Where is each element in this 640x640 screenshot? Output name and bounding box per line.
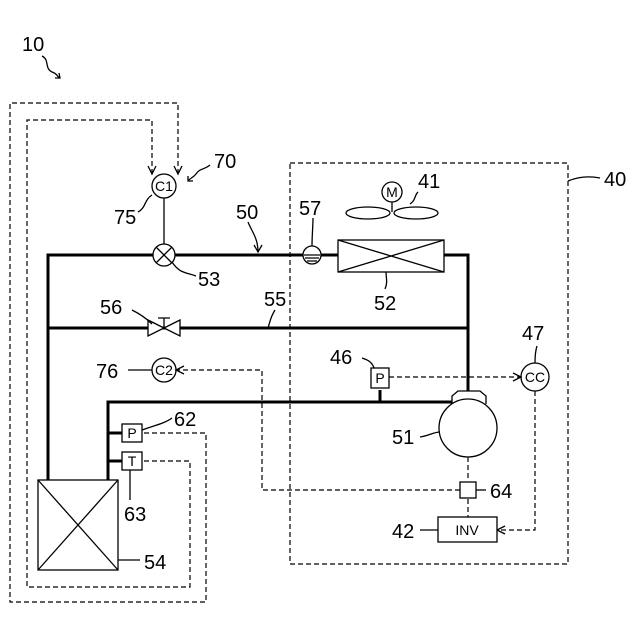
leader-10 — [42, 56, 60, 78]
current-sensor-64 — [460, 482, 476, 498]
label-70: 70 — [214, 151, 236, 173]
label-55: 55 — [264, 289, 286, 311]
label-62: 62 — [174, 409, 196, 431]
leader-41 — [410, 192, 418, 204]
compressor-body — [439, 399, 497, 457]
label-63: 63 — [124, 504, 146, 526]
signal-line-cc-to-inv — [497, 391, 535, 530]
label-40: 40 — [604, 169, 626, 191]
label-41: 41 — [418, 171, 440, 193]
label-46: 46 — [330, 347, 352, 369]
pressure-sensor-62-symbol: P — [127, 425, 136, 441]
leader-70 — [188, 165, 210, 181]
controller-c1-symbol: C1 — [155, 178, 173, 194]
label-47: 47 — [522, 323, 544, 345]
label-57: 57 — [299, 198, 321, 220]
leader-46 — [362, 358, 374, 368]
controller-c2-symbol: C2 — [155, 362, 173, 378]
leader-55 — [268, 310, 275, 328]
label-56: 56 — [100, 297, 122, 319]
leader-62 — [142, 418, 172, 430]
label-76: 76 — [96, 361, 118, 383]
label-50: 50 — [236, 202, 258, 224]
leader-53 — [172, 262, 196, 276]
leader-51 — [420, 432, 440, 437]
fan-motor-symbol: M — [386, 184, 398, 200]
label-51: 51 — [392, 427, 414, 449]
label-53: 53 — [198, 269, 220, 291]
fan-blade-right — [394, 207, 438, 219]
leader-50 — [248, 222, 258, 252]
pressure-sensor-46-symbol: P — [375, 370, 384, 386]
leader-57 — [312, 218, 313, 246]
controller-cc-symbol: CC — [525, 369, 545, 385]
leader-40 — [568, 177, 600, 181]
label-75: 75 — [114, 207, 136, 229]
label-42: 42 — [392, 521, 414, 543]
temp-sensor-63-symbol: T — [128, 453, 137, 469]
label-52: 52 — [374, 293, 396, 315]
fan-blade-left — [346, 207, 390, 219]
label-54: 54 — [144, 552, 166, 574]
leader-52 — [385, 272, 387, 289]
leader-56 — [132, 310, 152, 324]
label-64: 64 — [490, 481, 512, 503]
label-10: 10 — [22, 34, 44, 56]
leader-75 — [138, 195, 152, 212]
leader-47 — [535, 346, 537, 363]
inverter-symbol: INV — [455, 522, 479, 538]
signal-line-current-to-c2 — [176, 370, 460, 490]
